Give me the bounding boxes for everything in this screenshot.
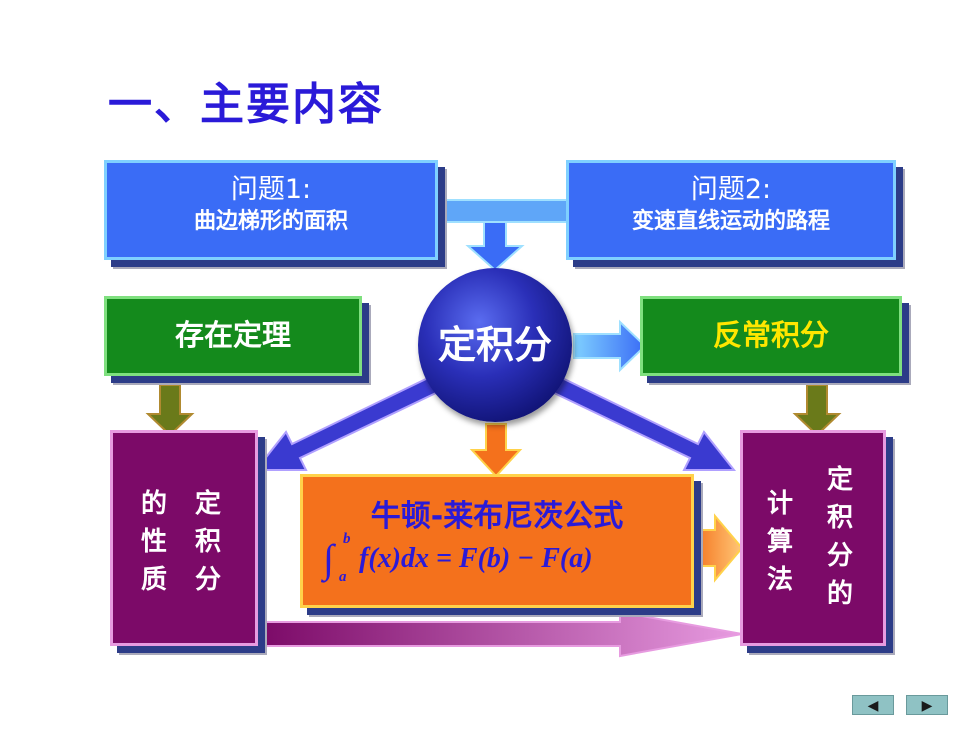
computation-char: 分	[826, 541, 853, 571]
problem1-title: 问题1:	[230, 174, 312, 205]
integral-lower-limit: a	[339, 569, 347, 585]
problem1-box: 问题1: 曲边梯形的面积	[104, 160, 438, 260]
newton-leibniz-formula-row: ∫ b a f(x)dx = F(b) − F(a)	[303, 531, 691, 589]
existence-theorem-box: 存在定理	[104, 296, 362, 376]
arrow-existence-down	[145, 384, 195, 437]
next-button[interactable]: ▶	[906, 695, 948, 715]
properties-char: 定	[194, 489, 221, 519]
properties-box: 的 性 质 定 积 分	[110, 430, 258, 646]
arrow-to-properties	[253, 376, 440, 471]
newton-leibniz-formula: f(x)dx = F(b) − F(a)	[359, 543, 593, 574]
arrow-newton-to-computation	[692, 513, 744, 583]
newton-leibniz-box: 牛顿-莱布尼茨公式 ∫ b a f(x)dx = F(b) − F(a)	[300, 474, 694, 608]
computation-col-left: 计 算 法	[765, 485, 795, 599]
properties-char: 质	[140, 565, 167, 595]
prev-button[interactable]: ◀	[852, 695, 894, 715]
prev-arrow-icon: ◀	[867, 698, 879, 714]
properties-col-left: 的 性 质	[139, 485, 169, 599]
properties-col-right: 定 积 分	[193, 485, 223, 599]
arrow-down-to-center	[465, 221, 525, 272]
properties-char: 积	[194, 527, 221, 557]
computation-box: 计 算 法 定 积 分 的	[740, 430, 886, 646]
problem1-desc: 曲边梯形的面积	[193, 209, 348, 234]
computation-char: 定	[826, 465, 853, 495]
arrow-improper-down	[792, 384, 842, 437]
problem2-title: 问题2:	[690, 174, 772, 205]
computation-char: 法	[766, 565, 793, 595]
properties-char: 性	[140, 527, 167, 557]
computation-char: 积	[826, 503, 853, 533]
arrow-bottom	[261, 610, 743, 658]
page-title: 一、主要内容	[108, 79, 384, 130]
problem2-desc: 变速直线运动的路程	[631, 209, 830, 234]
integral-upper-limit: b	[343, 531, 351, 547]
properties-char: 分	[194, 565, 221, 595]
definite-integral-node: 定积分	[418, 268, 572, 422]
properties-char: 的	[140, 489, 167, 519]
computation-char: 的	[826, 579, 853, 609]
computation-char: 计	[766, 489, 793, 519]
arrow-to-computation	[550, 376, 737, 471]
newton-leibniz-title: 牛顿-莱布尼茨公式	[370, 499, 624, 534]
computation-col-right: 定 积 分 的	[825, 461, 855, 613]
connector-bar	[439, 199, 569, 223]
arrow-to-improper	[573, 319, 647, 373]
next-arrow-icon: ▶	[921, 698, 933, 714]
integral-sign-icon: ∫	[323, 536, 334, 581]
improper-integral-box: 反常积分	[640, 296, 902, 376]
computation-char: 算	[766, 527, 793, 557]
problem2-box: 问题2: 变速直线运动的路程	[566, 160, 896, 260]
arrow-to-newton	[469, 423, 523, 478]
